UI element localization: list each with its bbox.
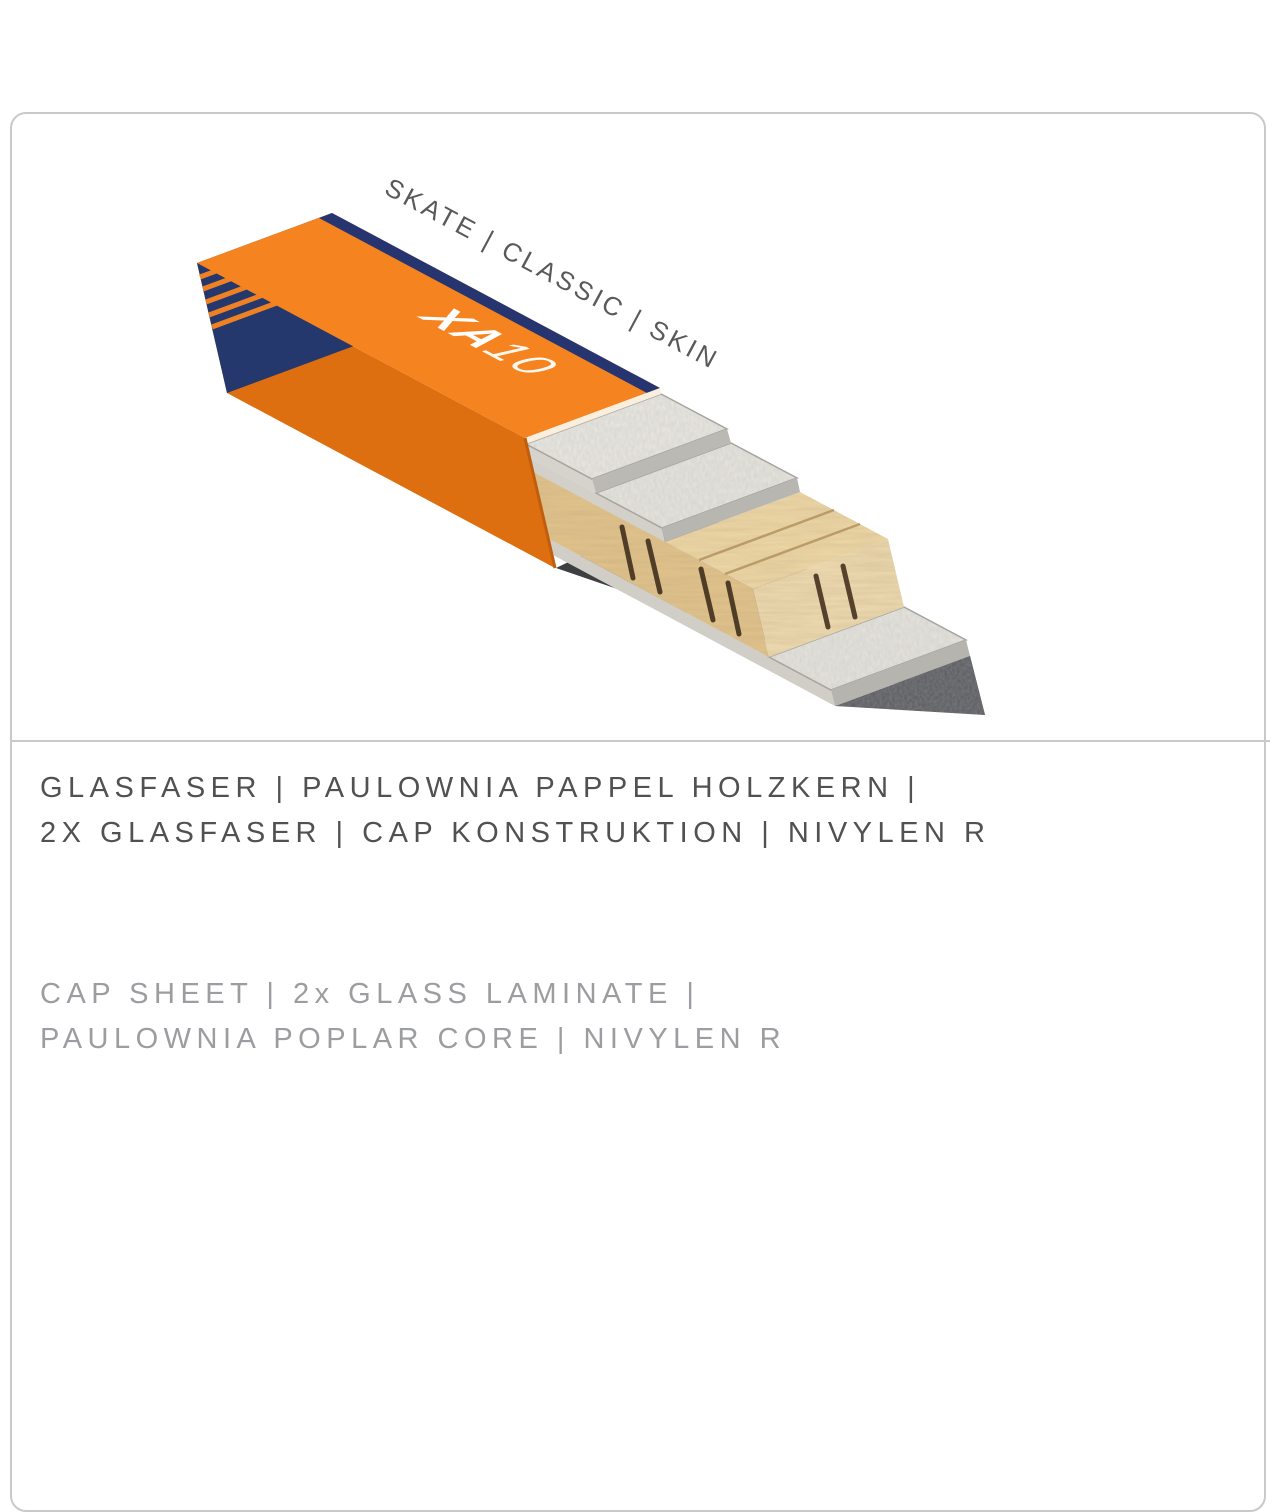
glass-laminate-2-end bbox=[662, 478, 800, 542]
glass-laminate-1-end bbox=[592, 429, 731, 493]
description-english-line1: CAP SHEET | 2x GLASS LAMINATE | bbox=[40, 978, 700, 1010]
core-slots-end bbox=[813, 563, 858, 630]
glass-laminate-1 bbox=[524, 393, 731, 493]
glass-laminate-2-texture bbox=[596, 443, 797, 528]
glass-laminate-1-front bbox=[526, 444, 596, 493]
ski-construction-illustration: XA10 SKATE | CLASSIC | SKIN bbox=[197, 172, 985, 715]
glass-laminate-lower-end bbox=[831, 640, 970, 706]
wood-core bbox=[533, 471, 904, 657]
glass-laminate-1-texture bbox=[526, 394, 727, 479]
base-sheet-texture bbox=[835, 656, 985, 715]
cap-cut-rim-top bbox=[525, 388, 661, 444]
description-english: CAP SHEET | 2x GLASS LAMINATE | PAULOWNI… bbox=[40, 972, 786, 1062]
glass-laminate-lower-texture bbox=[769, 607, 966, 690]
core-seams-top bbox=[698, 508, 861, 576]
section-divider bbox=[10, 740, 1270, 742]
glass-laminate-lower bbox=[549, 539, 970, 706]
glass-laminate-lower-front bbox=[549, 539, 835, 706]
core-slots-front bbox=[619, 524, 742, 637]
description-german: GLASFASER | PAULOWNIA PAPPEL HOLZKERN | … bbox=[40, 766, 990, 856]
cap-sleeve-top-navy-stripe bbox=[319, 213, 660, 393]
description-german-line2: 2X GLASFASER | CAP KONSTRUKTION | NIVYLE… bbox=[40, 817, 991, 849]
cap-sleeve bbox=[197, 213, 661, 569]
glass-laminate-2 bbox=[530, 442, 800, 542]
cap-cut-rim-front bbox=[523, 437, 557, 569]
glass-laminate-2-front bbox=[530, 458, 665, 542]
description-english-line2: PAULOWNIA POPLAR CORE | NIVYLEN R bbox=[40, 1023, 787, 1055]
cap-sleeve-top-face bbox=[197, 213, 660, 438]
description-german-line1: GLASFASER | PAULOWNIA PAPPEL HOLZKERN | bbox=[40, 772, 921, 804]
